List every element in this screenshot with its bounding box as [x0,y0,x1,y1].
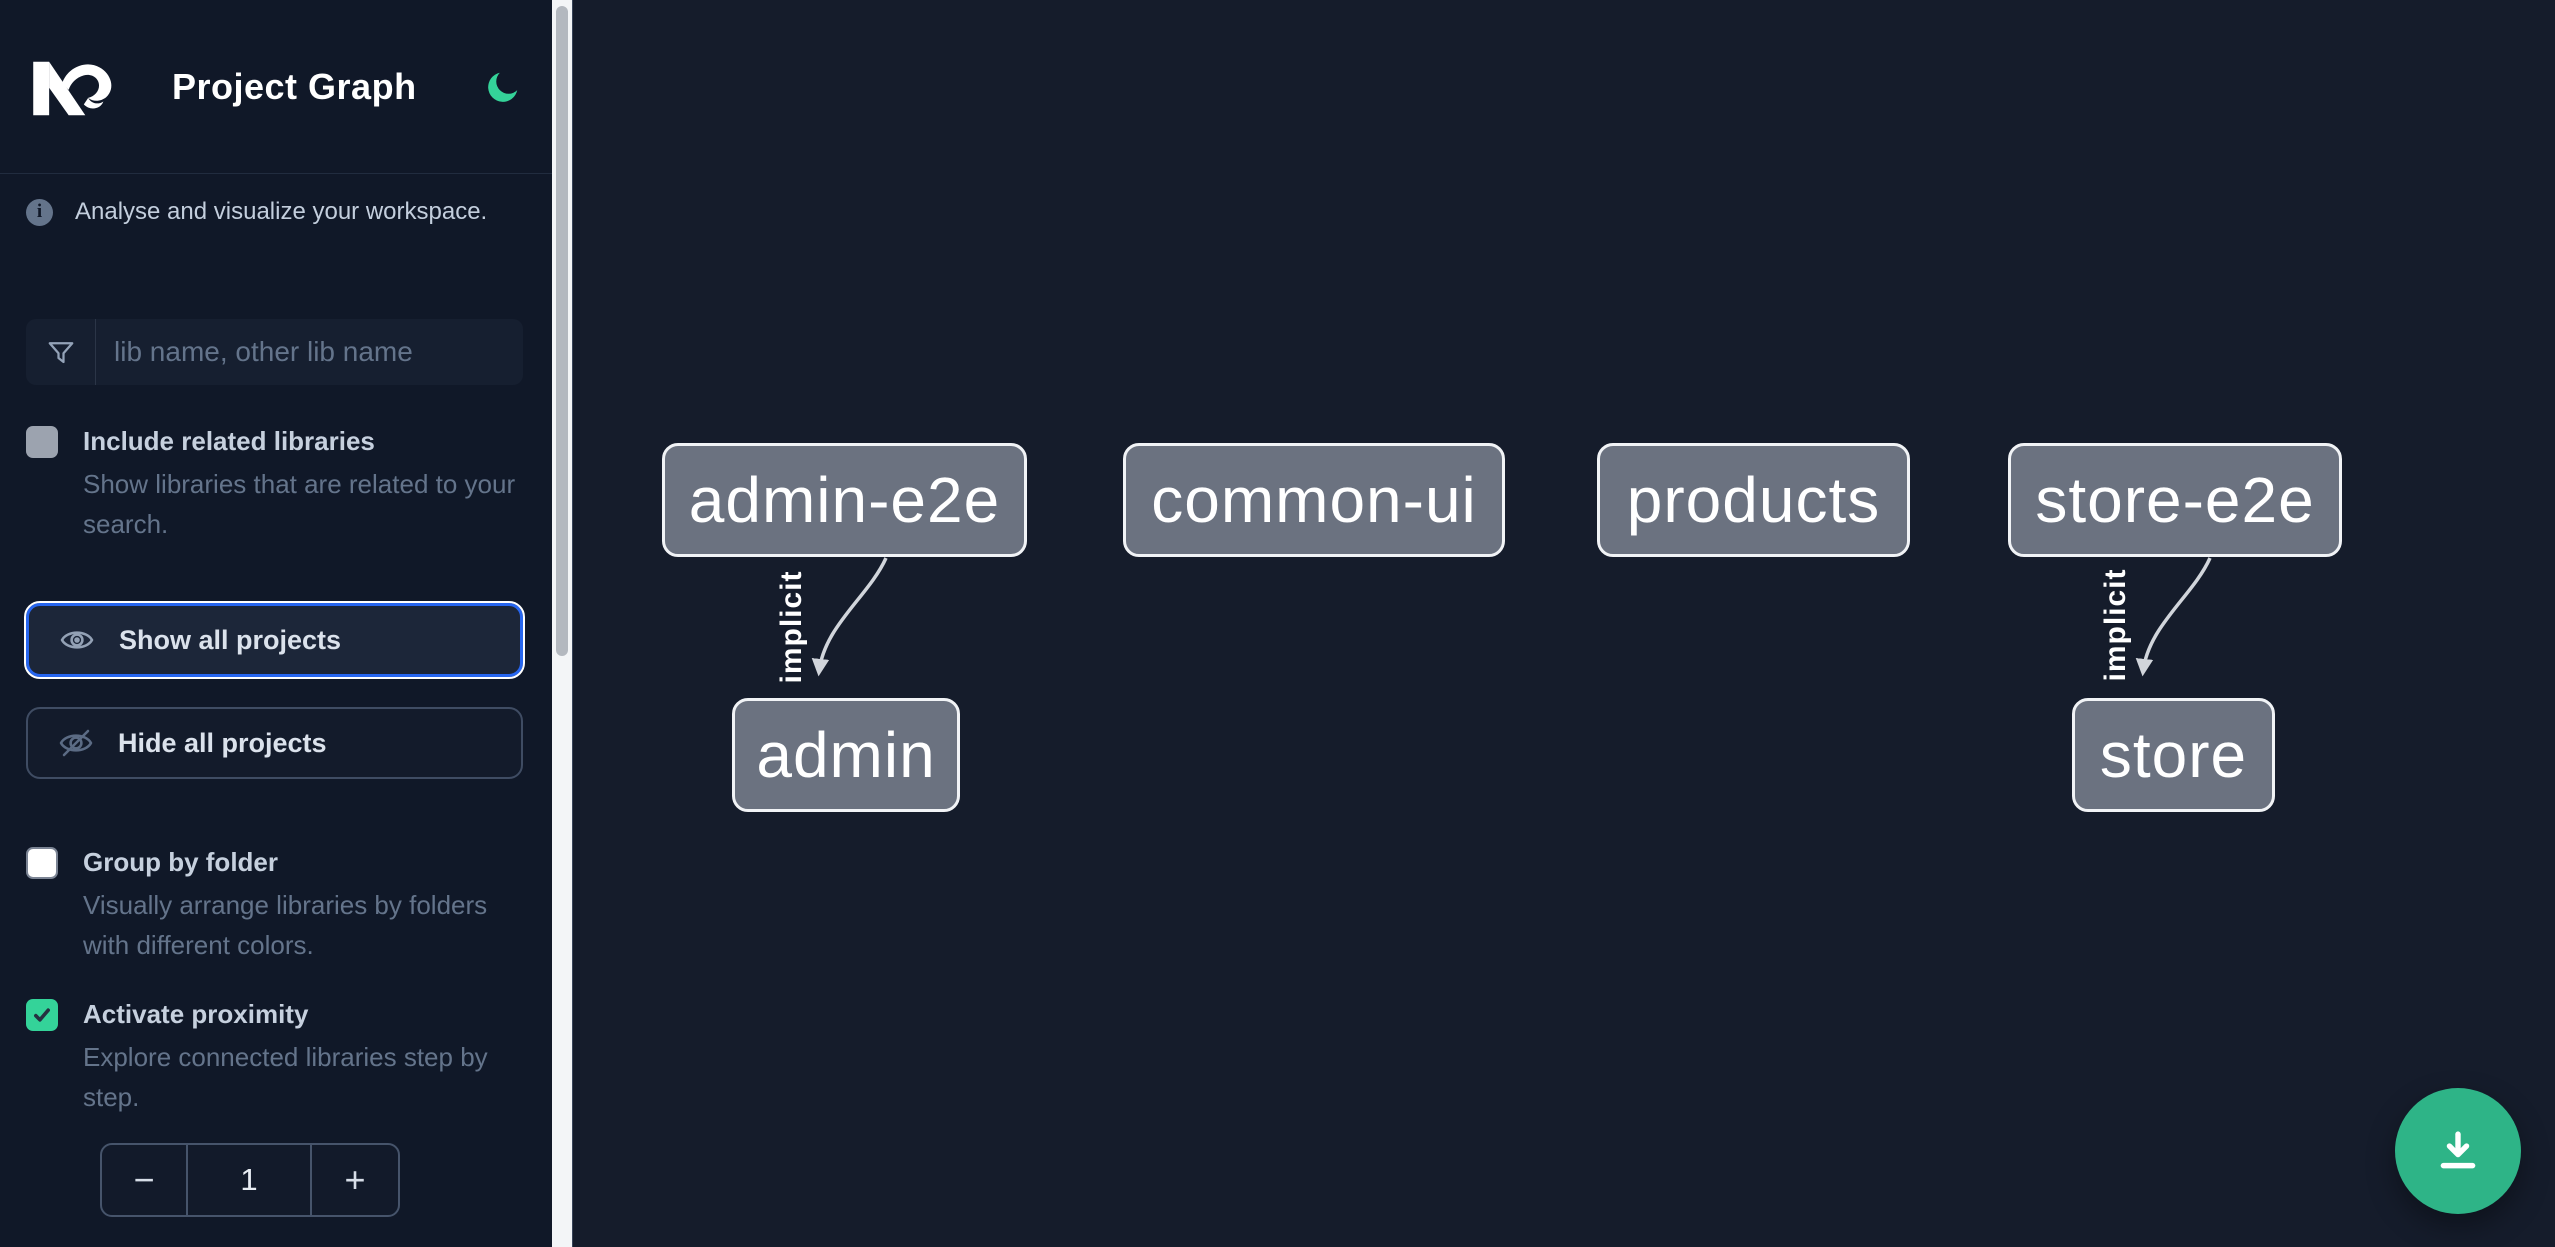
workspace-info: i Analyse and visualize your workspace. [26,198,526,226]
filter-icon [26,319,96,385]
proximity-depth-stepper: − 1 + [100,1143,400,1217]
page-title: Project Graph [172,65,417,107]
activate-proximity-checkbox-item[interactable]: Activate proximity Explore connected lib… [26,997,531,1117]
group-by-folder-checkbox-item[interactable]: Group by folder Visually arrange librari… [26,845,531,965]
nx-logo-icon [33,61,112,115]
group-by-folder-description: Visually arrange libraries by folders wi… [83,890,488,960]
edge-label-implicit: implicit [775,570,808,684]
include-related-description: Show libraries that are related to your … [83,469,516,539]
info-icon: i [26,198,53,226]
download-graph-button[interactable] [2395,1088,2521,1214]
node-label: admin-e2e [688,464,1001,536]
graph-edges [811,557,2212,677]
checkbox-unchecked-gray[interactable] [26,426,58,458]
stepper-value: 1 [240,1162,258,1197]
checkbox-checked-green[interactable] [26,999,58,1031]
group-by-folder-label: Group by folder [83,847,278,877]
show-all-projects-label: Show all projects [119,624,342,655]
node-label: store [2099,719,2248,791]
checkbox-unchecked[interactable] [26,847,58,879]
sidebar-scrollbar-thumb[interactable] [556,6,568,656]
node-admin-e2e[interactable]: admin-e2e [662,443,1027,557]
node-label: admin [756,719,936,791]
sidebar: Project Graph i Analyse and visualize yo… [0,0,552,1247]
eye-icon [60,631,94,649]
eye-off-icon [59,729,93,757]
edge-label-implicit: implicit [2099,568,2132,682]
node-label: common-ui [1151,464,1477,536]
edge-admin-e2e-to-admin [811,557,888,677]
info-text: Analyse and visualize your workspace. [75,198,488,225]
decrement-button[interactable]: − [102,1145,188,1215]
filter-input[interactable] [96,319,523,385]
node-store[interactable]: store [2072,698,2275,812]
sidebar-header: Project Graph [0,0,552,174]
sidebar-scrollbar[interactable] [552,0,573,1247]
node-label: products [1626,464,1881,536]
graph-canvas[interactable]: admin-e2e common-ui products store-e2e a… [573,0,2555,1247]
node-products[interactable]: products [1597,443,1910,557]
node-admin[interactable]: admin [732,698,960,812]
include-related-checkbox-item[interactable]: Include related libraries Show libraries… [26,424,531,544]
increment-button[interactable]: + [310,1145,398,1215]
hide-all-projects-button[interactable]: Hide all projects [26,707,523,779]
show-all-projects-button[interactable]: Show all projects [24,601,525,679]
activate-proximity-description: Explore connected libraries step by step… [83,1042,488,1112]
node-store-e2e[interactable]: store-e2e [2008,443,2342,557]
activate-proximity-label: Activate proximity [83,999,309,1029]
hide-all-projects-label: Hide all projects [118,727,327,758]
node-label: store-e2e [2035,464,2315,536]
moon-icon [487,72,517,102]
edge-store-e2e-to-store [2135,557,2212,677]
project-filter [26,319,523,385]
include-related-label: Include related libraries [83,426,375,456]
check-icon [34,1008,50,1022]
theme-toggle-button[interactable] [481,65,525,109]
node-common-ui[interactable]: common-ui [1123,443,1505,557]
download-icon [2440,1131,2476,1169]
